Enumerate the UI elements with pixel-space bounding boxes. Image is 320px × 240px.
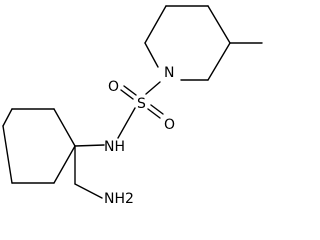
bond-s-o-bottom-a (150, 104, 164, 115)
bond-ring-c2-c3 (144, 5, 167, 44)
bond-ring-c5-c6 (207, 42, 231, 81)
molecule-diagram: N S O O NH NH2 (2, 5, 263, 206)
bond-cy-1-2 (53, 108, 76, 147)
bond-ring-n-c2 (144, 42, 159, 68)
bond-cy-4-5 (2, 125, 13, 184)
bond-nh-c1 (74, 144, 105, 147)
atom-label-oxygen-top: O (108, 79, 119, 95)
piperidine-ring (144, 5, 231, 81)
atom-label-sulfur: S (137, 96, 146, 112)
bond-cy-6-1 (53, 145, 76, 184)
atom-label-ring-n: N (164, 65, 174, 81)
atom-label-amide-nh: NH (104, 139, 125, 155)
bond-s-nh (117, 107, 136, 139)
bond-n-s (145, 81, 161, 95)
bond-s-o-bottom-b (147, 108, 161, 119)
cyclohexane-ring (2, 108, 76, 184)
bond-s-o-top-a (123, 85, 137, 96)
bond-ring-c4-c5 (207, 5, 231, 44)
structure-svg: N S O O NH NH2 (2, 5, 263, 206)
bond-cy-3-4 (2, 108, 13, 127)
sulfonyl-oxygen-bonds (120, 85, 164, 119)
atom-label-amine: NH2 (104, 191, 134, 206)
bond-ch2-nh2 (74, 183, 103, 199)
bond-s-o-top-b (120, 89, 134, 100)
atom-label-oxygen-bottom: O (164, 117, 175, 133)
